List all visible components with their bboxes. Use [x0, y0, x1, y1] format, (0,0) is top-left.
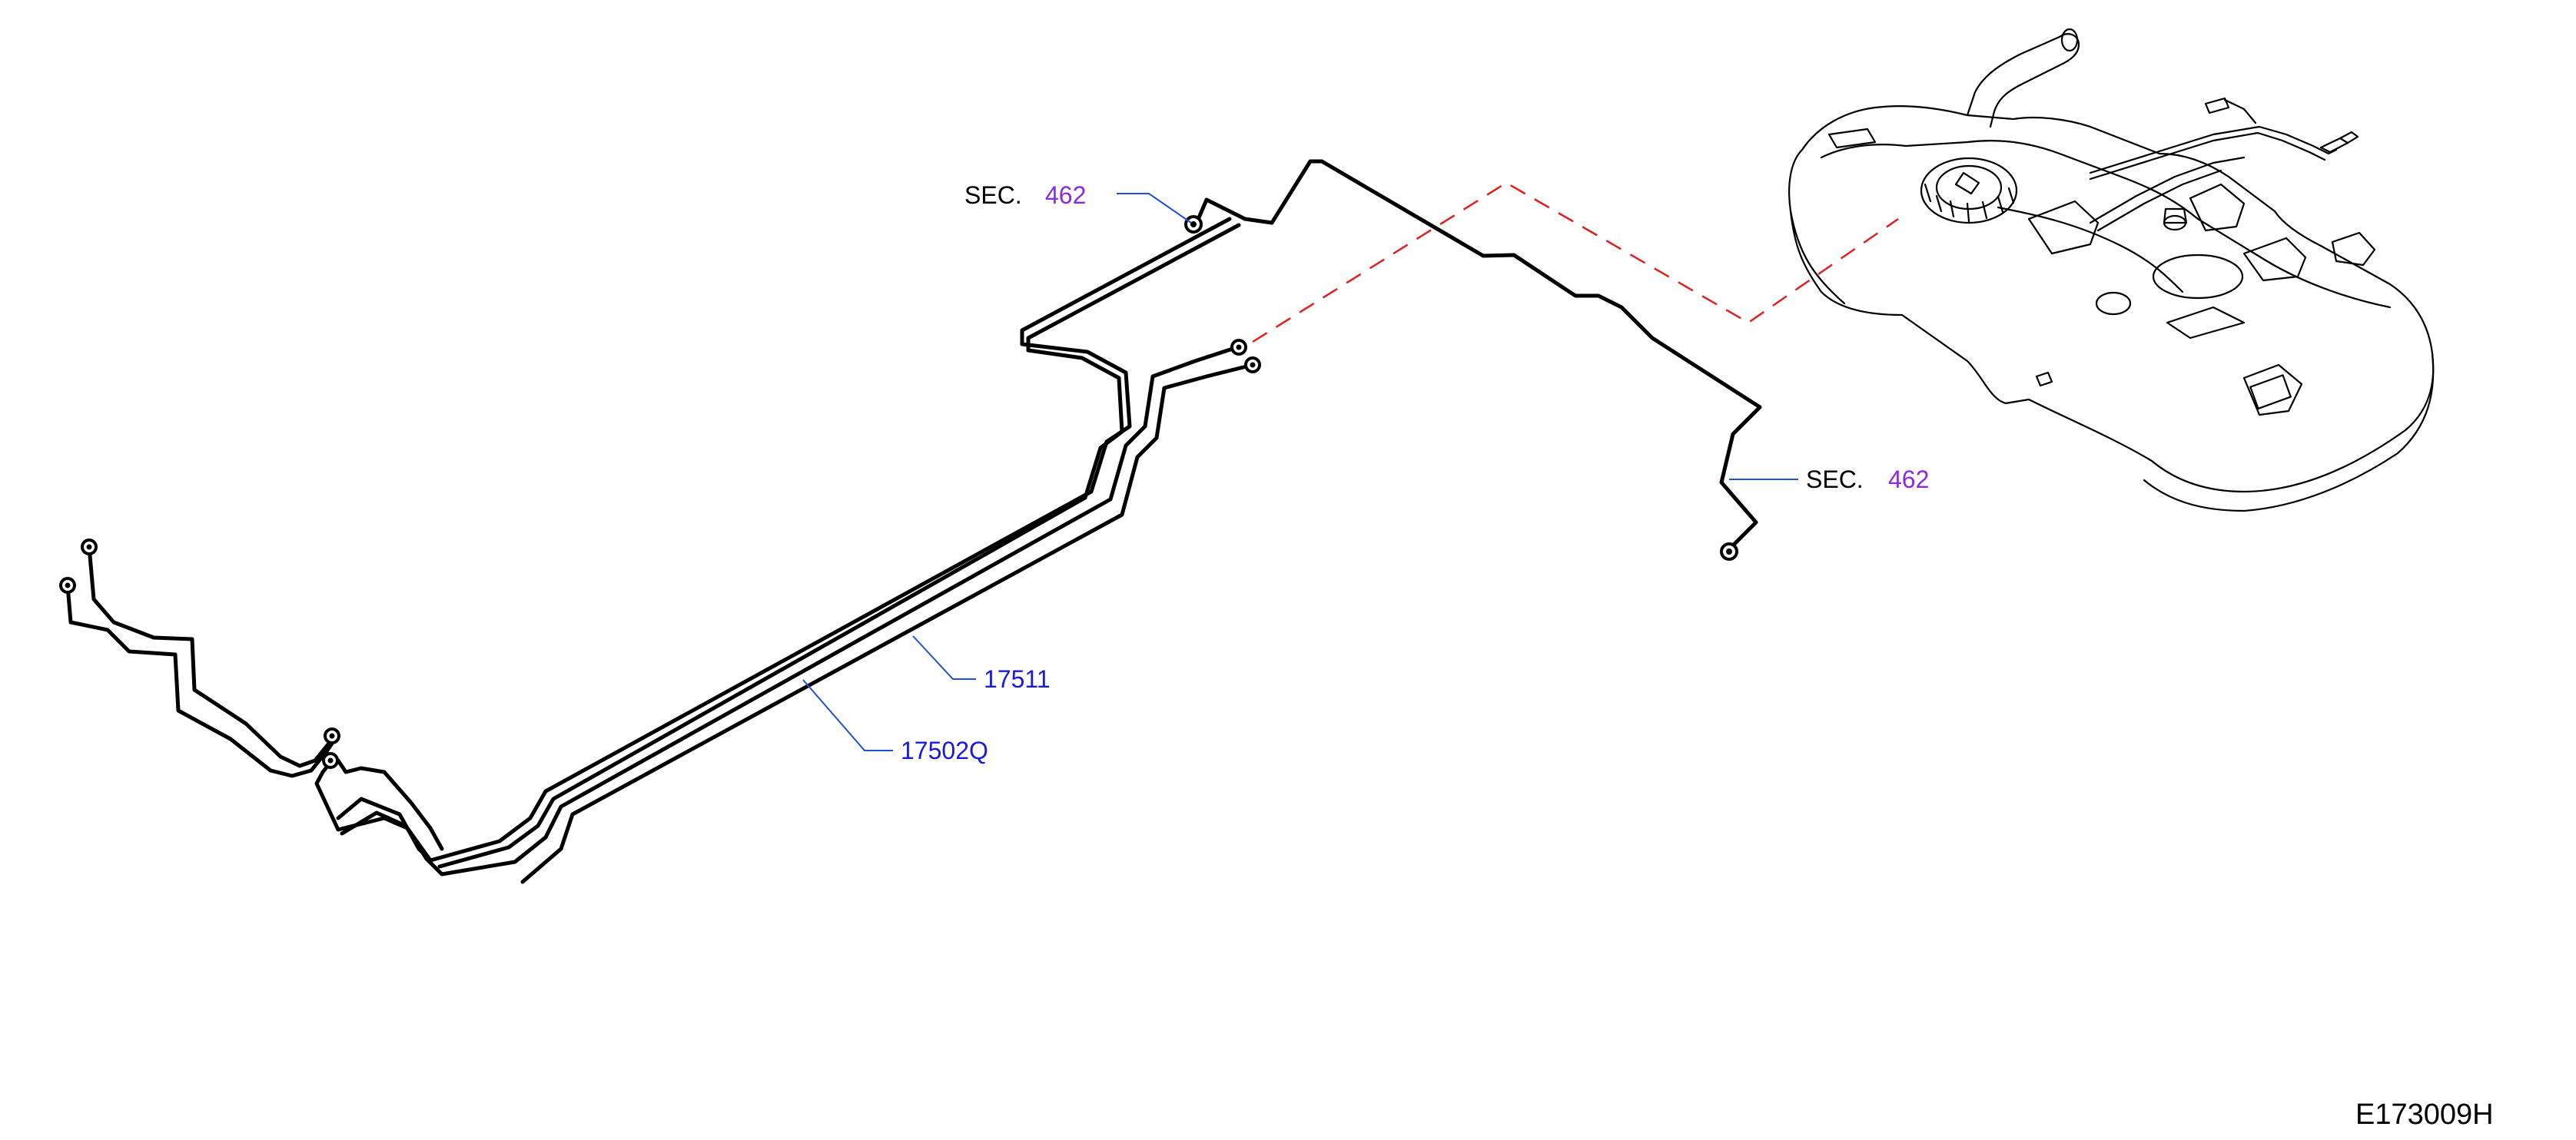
- fuel-pump-ring-ticks: [1924, 183, 2015, 223]
- fuel-pump-ring-inner: [1935, 164, 2003, 210]
- fuel-tank-panel-f: [2242, 363, 2303, 416]
- fuel-tube-left-loop: [314, 758, 433, 863]
- fuel-tank-sender-line: [2089, 156, 2246, 224]
- fuel-tank-panel-a: [2027, 200, 2100, 255]
- callout-sec-upper-prefix: SEC.: [964, 181, 1022, 209]
- callout-sec-right-number[interactable]: 462: [1888, 466, 1929, 493]
- callout-part-17511-leader: [912, 635, 976, 680]
- fitting-left-bottom[interactable]: [59, 577, 76, 594]
- reference-dashed-line: [1252, 181, 1899, 343]
- fuel-tank-lower-skirt: [1789, 210, 2435, 512]
- fuel-tank-panel-e: [2166, 306, 2246, 340]
- fuel-tank-channel: [1997, 206, 2184, 293]
- callout-part-17502q-number[interactable]: 17502Q: [901, 737, 988, 764]
- fuel-tank-top-edge: [1820, 140, 2392, 309]
- fuel-pump-ring-outer: [1920, 157, 2018, 224]
- fuel-tube-mid-branch-b: [520, 363, 1255, 884]
- callout-sec-upper-number[interactable]: 462: [1045, 181, 1086, 209]
- fuel-tank-panel-c: [2242, 237, 2307, 282]
- callout-part-17511-number[interactable]: 17511: [984, 665, 1051, 693]
- fuel-tube-left-end-b: [65, 583, 334, 778]
- fuel-tube-left-end-a: [87, 545, 339, 768]
- fuel-tank-outline: [1788, 104, 2435, 493]
- fitting-right-sec[interactable]: [1720, 542, 1738, 561]
- fuel-tube-upper-branch-b: [437, 223, 1241, 869]
- tube-fittings: [59, 215, 1738, 769]
- callout-part-17502q-leader: [802, 679, 893, 751]
- fuel-tube-assembly: [65, 159, 1762, 884]
- callout-sec-upper[interactable]: SEC. 462: [964, 181, 1192, 224]
- fuel-tube-mid-branch-a: [340, 345, 1240, 877]
- fuel-tank-panel-d: [2331, 231, 2376, 267]
- fuel-tube-upper-hook: [1193, 159, 1762, 552]
- fuel-tank-boss-left: [1827, 128, 1877, 149]
- callout-sec-upper-leader: [1117, 193, 1192, 224]
- fuel-tank-panel-b: [2189, 183, 2246, 232]
- fuel-filler-neck: [1966, 33, 2080, 128]
- fitting-center-a[interactable]: [1230, 339, 1247, 356]
- fuel-tank-sender-line-b: [2096, 169, 2222, 232]
- callout-part-17502q[interactable]: 17502Q: [802, 679, 988, 764]
- fuel-pump-ring-center: [1954, 171, 1980, 195]
- callout-sec-right[interactable]: SEC. 462: [1729, 466, 1929, 493]
- figure-id: E173009H: [2355, 1099, 2494, 1131]
- callout-sec-right-prefix: SEC.: [1806, 466, 1864, 493]
- fitting-left-top[interactable]: [81, 539, 98, 555]
- fuel-tank-mount-foot: [2035, 371, 2053, 387]
- fitting-left-mid-a[interactable]: [324, 727, 340, 744]
- fuel-tank-vent-tube-b: [2089, 131, 2326, 181]
- fitting-center-b[interactable]: [1244, 356, 1261, 373]
- fuel-filler-neck-cap: [2060, 28, 2079, 52]
- fuel-tank-connector-right: [2319, 131, 2359, 154]
- fuel-tank: [1788, 28, 2435, 512]
- fuel-tank-sender-bracket: [2163, 207, 2188, 224]
- fitting-upper-sec[interactable]: [1184, 215, 1203, 234]
- callout-part-17511[interactable]: 17511: [912, 635, 1051, 693]
- fuel-tube-left-loop-b: [336, 758, 444, 851]
- fitting-left-mid-b[interactable]: [322, 752, 339, 769]
- fuel-tank-vent-tube: [2089, 125, 2338, 174]
- fuel-tank-connector-top: [2204, 97, 2257, 124]
- fuel-tank-panel-g: [2249, 374, 2292, 410]
- fuel-tube-upper-branch-a: [336, 217, 1232, 863]
- fuel-tank-oval-center: [2152, 254, 2244, 300]
- fuel-tank-oval-left: [2095, 291, 2132, 316]
